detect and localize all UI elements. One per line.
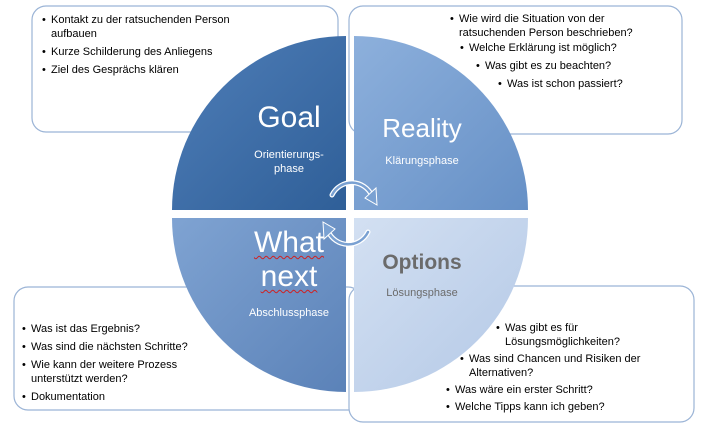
what-next-title-line1: What bbox=[253, 226, 325, 259]
reality-notes: Wie wird die Situation von der ratsuchen… bbox=[450, 12, 674, 124]
reality-subtitle: Klärungsphase bbox=[385, 155, 459, 167]
what-next-label: What next Abschlussphase bbox=[214, 226, 364, 320]
goal-quadrant bbox=[172, 36, 346, 210]
options-label: Options Lösungsphase bbox=[352, 250, 492, 300]
what-next-bullet: Dokumentation bbox=[22, 390, 222, 404]
reality-bullet-list: Wie wird die Situation von der ratsuchen… bbox=[450, 12, 674, 91]
what-next-bullet-list: Was ist das Ergebnis? Was sind die nächs… bbox=[22, 322, 222, 404]
goal-title: Goal bbox=[257, 101, 321, 134]
goal-bullet: Kontakt zu der ratsuchenden Person aufba… bbox=[42, 13, 252, 41]
what-next-quadrant bbox=[172, 218, 346, 392]
what-next-title-line2: next bbox=[260, 260, 318, 293]
goal-notes: Kontakt zu der ratsuchenden Person aufba… bbox=[42, 13, 252, 81]
options-bullet: Was gibt es für Lösungsmöglichkeiten? bbox=[496, 321, 658, 349]
goal-subtitle-line2: phase bbox=[274, 163, 304, 175]
what-next-bullet: Wie kann der weitere Prozess unterstützt… bbox=[22, 358, 222, 386]
options-bullet: Was wäre ein erster Schritt? bbox=[446, 383, 658, 397]
reality-bullet: Was gibt es zu beachten? bbox=[476, 59, 674, 73]
goal-bullet: Ziel des Gesprächs klären bbox=[42, 63, 252, 77]
reality-bullet: Was ist schon passiert? bbox=[498, 77, 674, 91]
what-next-subtitle: Abschlussphase bbox=[248, 307, 330, 319]
goal-bullet-list: Kontakt zu der ratsuchenden Person aufba… bbox=[42, 13, 252, 77]
goal-bullet: Kurze Schilderung des Anliegens bbox=[42, 45, 252, 59]
options-bullet: Was sind Chancen und Risiken der Alterna… bbox=[460, 352, 658, 380]
options-title: Options bbox=[382, 251, 462, 274]
reality-bullet: Welche Erklärung ist möglich? bbox=[460, 41, 674, 55]
options-bullet-list: Was gibt es für Lösungsmöglichkeiten? Wa… bbox=[446, 321, 658, 414]
what-next-notes: Was ist das Ergebnis? Was sind die nächs… bbox=[22, 322, 222, 408]
reality-bullet: Wie wird die Situation von der ratsuchen… bbox=[450, 12, 674, 40]
options-bullet: Welche Tipps kann ich geben? bbox=[446, 400, 658, 414]
reality-title: Reality bbox=[382, 113, 462, 143]
goal-subtitle-line1: Orientierungs- bbox=[254, 149, 324, 161]
reality-quadrant bbox=[354, 36, 528, 210]
what-next-bullet: Was sind die nächsten Schritte? bbox=[22, 340, 222, 354]
goal-label: Goal Orientierungs- phase bbox=[214, 101, 364, 176]
options-quadrant bbox=[354, 218, 528, 392]
reality-label: Reality Klärungsphase bbox=[352, 113, 492, 168]
options-notes: Was gibt es für Lösungsmöglichkeiten? Wa… bbox=[446, 321, 658, 418]
cycle-arrows-icon bbox=[322, 180, 378, 247]
options-subtitle: Lösungsphase bbox=[386, 287, 458, 299]
what-next-bullet: Was ist das Ergebnis? bbox=[22, 322, 222, 336]
